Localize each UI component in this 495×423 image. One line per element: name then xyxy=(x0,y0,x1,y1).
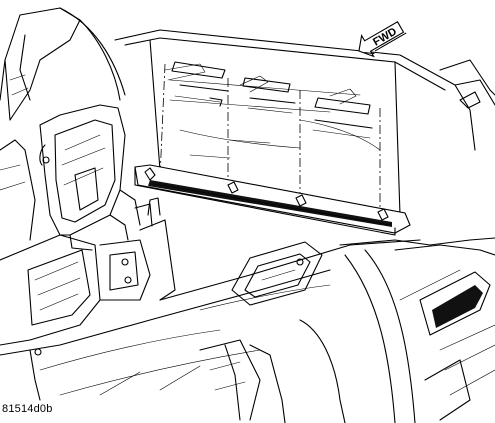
floor-storage-cubby xyxy=(231,241,323,306)
center-floor-trim xyxy=(199,319,346,423)
figure-id-label: 81514d0b xyxy=(2,403,53,415)
seat-back-straps xyxy=(159,61,381,218)
left-seat-base xyxy=(0,197,176,346)
cargo-floor xyxy=(0,239,421,423)
trim-panel-clips xyxy=(144,167,389,221)
right-quarter-panel xyxy=(339,237,495,423)
rear-seat-back xyxy=(114,29,495,216)
rear-trim-panel xyxy=(134,164,411,236)
left-pillar-structure xyxy=(0,7,141,251)
